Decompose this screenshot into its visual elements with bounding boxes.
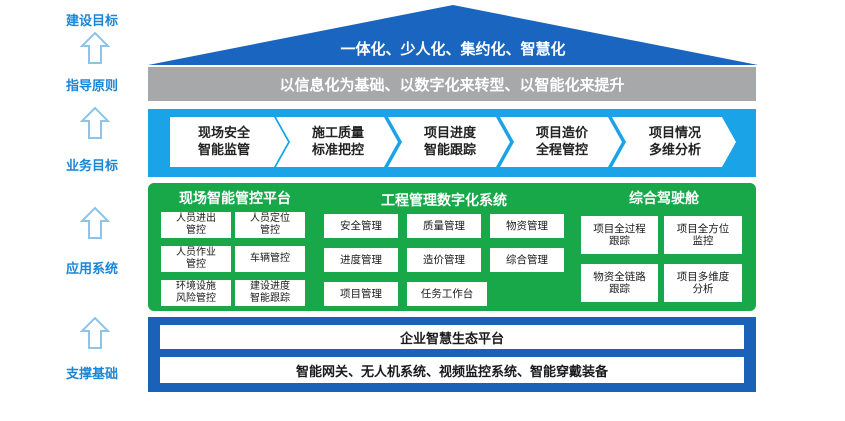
site-item: 人员作业管控 [161, 246, 231, 272]
business-goal-chevron [612, 117, 736, 167]
business-goal-3: 项目进度智能跟踪 [423, 126, 476, 158]
label-business-goal: 业务目标 [65, 159, 118, 174]
business-goal-1: 现场安全智能监管 [197, 126, 250, 158]
business-goal-chevron [170, 117, 288, 167]
site-item: 人员进出管控 [161, 212, 231, 238]
up-arrow-icon [80, 316, 110, 349]
engineering-item: 物资管理 [490, 214, 564, 238]
ecosystem-platform-bar: 企业智慧生态平台 [160, 325, 744, 349]
business-goal-4: 项目造价全程管控 [535, 126, 588, 158]
business-goal-2: 施工质量标准把控 [311, 126, 364, 158]
up-arrow-icon [80, 31, 110, 64]
engineering-item: 安全管理 [324, 214, 398, 238]
label-application-system: 应用系统 [65, 262, 118, 277]
engineering-item: 进度管理 [324, 248, 398, 272]
site-item: 建设进度智能跟踪 [235, 280, 305, 306]
business-goal-chevron [276, 117, 398, 167]
devices-bar: 智能网关、无人机系统、视频监控系统、智能穿戴装备 [160, 357, 744, 383]
cockpit-item: 项目全方位监控 [664, 216, 742, 254]
label-guiding-principle: 指导原则 [65, 79, 118, 94]
business-goal-chevron [388, 117, 510, 167]
engineering-item: 造价管理 [407, 248, 481, 272]
engineering-item: 综合管理 [490, 248, 564, 272]
label-support-foundation: 支撑基础 [65, 367, 118, 382]
roof-shape [148, 5, 758, 65]
business-goal-chevron [500, 117, 622, 167]
cockpit-title: 综合驾驶舱 [629, 191, 699, 207]
engineering-item: 项目管理 [324, 282, 398, 306]
principle-bar: 以信息化为基础、以数字化来转型、以智能化来提升 [148, 67, 756, 101]
engineering-item: 质量管理 [407, 214, 481, 238]
business-goal-5: 项目情况多维分析 [648, 126, 701, 158]
site-platform-title: 现场智能管控平台 [179, 191, 291, 207]
cockpit-item: 项目多维度分析 [664, 264, 742, 302]
roof-goal-text: 一体化、少人化、集约化、智慧化 [340, 40, 566, 58]
site-item: 环境设施风险管控 [161, 280, 231, 306]
engineering-item: 任务工作台 [407, 282, 487, 306]
label-construction-goal: 建设目标 [65, 14, 118, 29]
engineering-system-title: 工程管理数字化系统 [381, 193, 507, 209]
up-arrow-icon [80, 106, 110, 139]
up-arrow-icon [80, 206, 110, 239]
cockpit-item: 项目全过程跟踪 [581, 216, 658, 254]
site-item: 人员定位管控 [235, 212, 305, 238]
site-item: 车辆管控 [235, 246, 305, 272]
cockpit-item: 物资全链路跟踪 [581, 264, 658, 302]
